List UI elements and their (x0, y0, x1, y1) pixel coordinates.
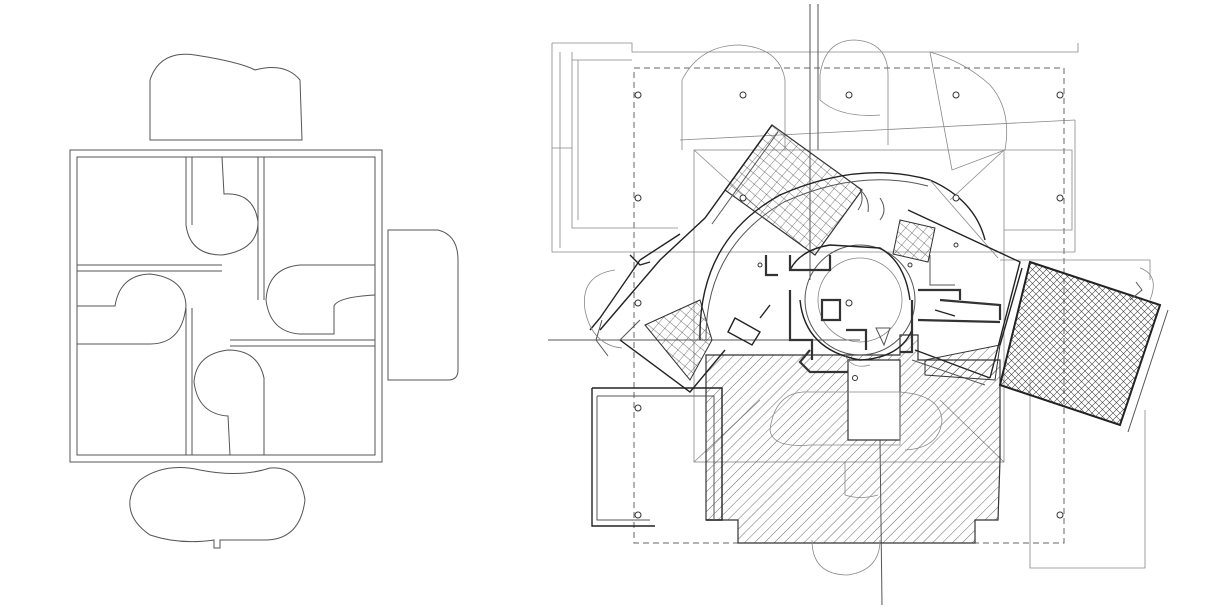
boundary-line (1000, 259, 1151, 280)
site-boundary-top (552, 42, 1079, 53)
columns (634, 91, 1064, 519)
diagonal-wall (907, 209, 1021, 379)
column (845, 299, 853, 307)
right-rounded-room (387, 229, 459, 381)
outer-wall-inner (76, 156, 376, 456)
circular-stair-inner (817, 257, 903, 343)
left-curve-blob (583, 269, 623, 349)
interior-wall (629, 254, 651, 266)
circular-stair-outer (804, 244, 916, 356)
interior-wall (918, 288, 962, 300)
rotated-wall (639, 233, 681, 261)
column (852, 375, 858, 381)
rotated-wall (619, 339, 726, 393)
column (907, 262, 913, 268)
curved-partition-right (265, 264, 376, 335)
boundary-line (571, 52, 678, 229)
interior-wall (759, 304, 771, 319)
column (757, 262, 763, 268)
lower-blob-bottom (811, 539, 881, 576)
large-curved-wall-inner (705, 179, 929, 341)
cross-hatch-zone (998, 260, 1162, 427)
column (1056, 91, 1064, 99)
bottom-blob (129, 467, 306, 549)
boundary-line (679, 119, 1076, 141)
plant-symbol (844, 354, 871, 367)
room-wall (596, 396, 650, 521)
room-wall (597, 395, 715, 520)
column (739, 194, 747, 202)
right-plan (548, 4, 1169, 606)
lower-blob-arc (899, 391, 943, 451)
rotated-wall (589, 259, 641, 331)
column (634, 299, 642, 307)
hatched-void (847, 359, 901, 441)
plant-symbol (879, 197, 885, 221)
wing-wall (1127, 309, 1169, 433)
column (953, 242, 959, 248)
curved-partition-bottom (193, 349, 265, 456)
interior-wall (798, 349, 848, 374)
lower-blob-detail (844, 462, 879, 498)
left-plan (69, 53, 459, 549)
interior-fixture (875, 327, 891, 347)
column (1056, 194, 1064, 202)
annex (1004, 149, 1073, 231)
blob-line (819, 75, 881, 116)
blob-upper-3 (929, 51, 1008, 171)
rotated-wall (711, 131, 779, 225)
rotated-wall (599, 124, 773, 331)
interior-wall (788, 255, 832, 272)
wing-curve (1139, 267, 1154, 301)
rotated-east-wing (998, 260, 1169, 433)
interior-wall (764, 255, 778, 277)
column (634, 194, 642, 202)
stair-wall (799, 299, 913, 361)
column (952, 194, 960, 202)
grid-hatch-patch (892, 219, 936, 263)
curved-partition-left (77, 273, 187, 345)
rotated-wall (619, 319, 641, 341)
interior-wall (917, 318, 1001, 324)
outer-wall-outer (69, 149, 383, 463)
blob-upper-2 (819, 39, 889, 145)
column (739, 91, 747, 99)
column (1056, 511, 1064, 519)
column (634, 511, 642, 519)
interior-wall (788, 290, 814, 360)
site-boundary-right (1029, 380, 1146, 569)
stair-wall (789, 244, 911, 301)
column (845, 91, 853, 99)
interior-wall (820, 298, 842, 322)
top-blob (149, 53, 303, 141)
blob-upper-1 (681, 44, 786, 150)
column (634, 91, 642, 99)
grid-hatch-zone-small (644, 299, 713, 381)
room-wall (591, 388, 655, 527)
diagonal (949, 149, 1005, 201)
wing-detail (1129, 281, 1143, 301)
curved-partition-top (185, 156, 259, 256)
plant-symbol (595, 319, 609, 357)
column (634, 404, 642, 412)
wing-wall (999, 267, 1023, 346)
plant-symbol (857, 189, 869, 213)
interior-fixture (727, 317, 761, 346)
interior-wall (900, 300, 914, 354)
interior-walls (629, 254, 1002, 374)
interior-wall (846, 328, 868, 350)
interior-wall (934, 309, 956, 317)
hatched-corridor (924, 344, 1001, 381)
interior-wall (939, 298, 1002, 320)
arc-chord (929, 179, 999, 259)
interior-wall (929, 255, 955, 286)
column (952, 91, 960, 99)
